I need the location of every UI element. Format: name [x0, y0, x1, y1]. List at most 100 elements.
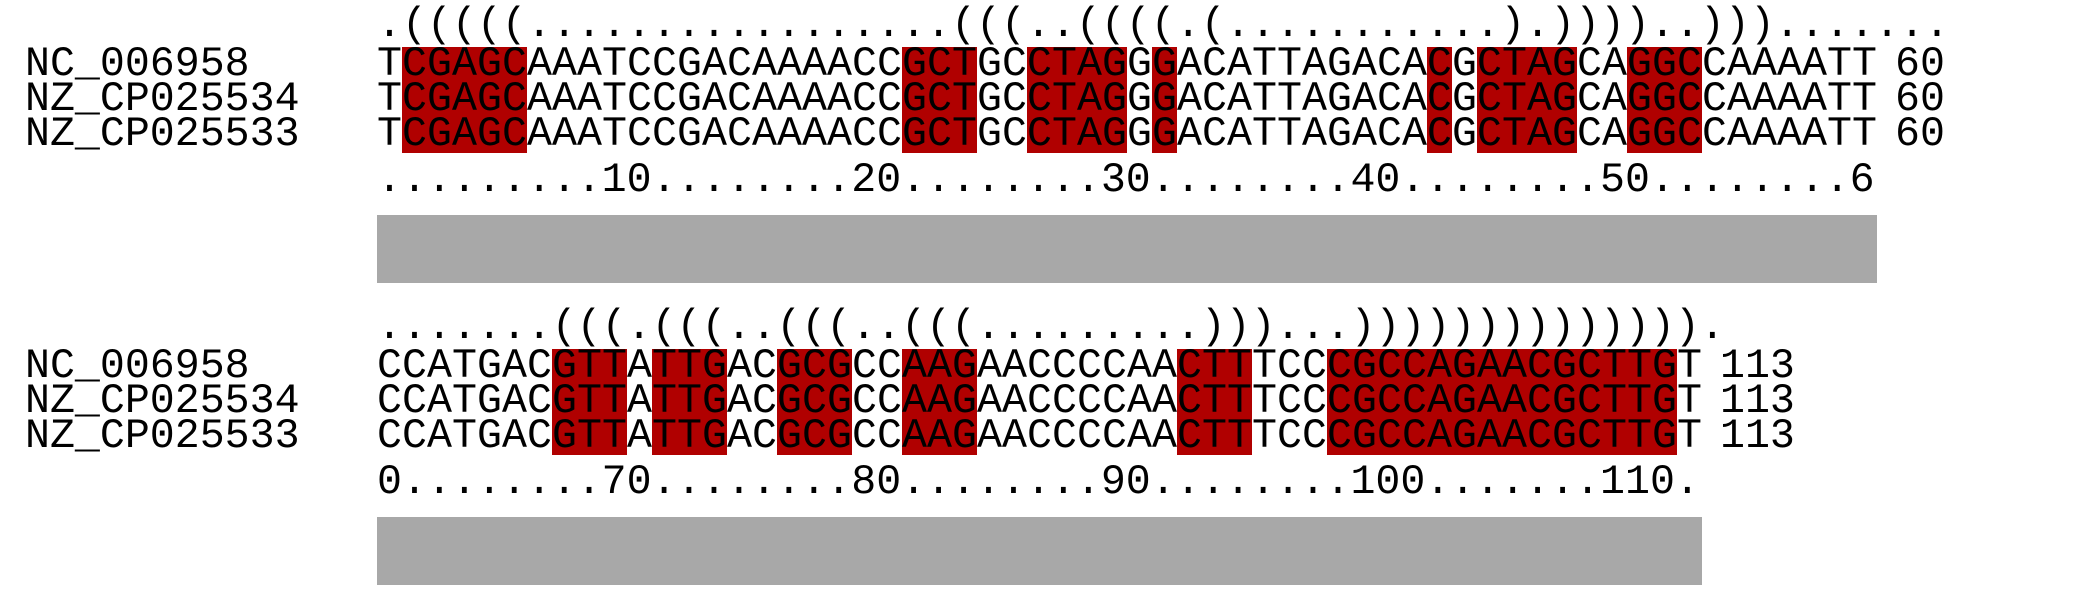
base: C: [877, 343, 902, 390]
paired-base: A: [1502, 378, 1527, 425]
paired-base: G: [1627, 41, 1652, 88]
sequence-name: NC_006958: [25, 343, 250, 390]
base: C: [627, 41, 652, 88]
paired-base: A: [1077, 76, 1102, 123]
paired-base: T: [677, 343, 702, 390]
base: C: [527, 343, 552, 390]
paired-base: C: [1677, 111, 1702, 158]
paired-base: A: [452, 76, 477, 123]
base: C: [402, 413, 427, 460]
paired-base: T: [677, 413, 702, 460]
base: C: [852, 76, 877, 123]
paired-base: T: [1227, 378, 1252, 425]
base: T: [452, 413, 477, 460]
base: C: [1202, 41, 1227, 88]
paired-base: G: [827, 413, 852, 460]
paired-base: C: [1427, 111, 1452, 158]
base: A: [527, 111, 552, 158]
base: A: [1402, 76, 1427, 123]
paired-base: A: [902, 413, 927, 460]
base: G: [677, 76, 702, 123]
base: T: [1277, 111, 1302, 158]
base: A: [427, 343, 452, 390]
paired-base: T: [577, 378, 602, 425]
base: C: [1102, 378, 1127, 425]
base: G: [1127, 111, 1152, 158]
base: A: [1177, 111, 1202, 158]
base: C: [1052, 378, 1077, 425]
base: A: [1727, 41, 1752, 88]
base: C: [1202, 111, 1227, 158]
paired-base: T: [1627, 413, 1652, 460]
paired-base: C: [502, 76, 527, 123]
base: G: [1327, 111, 1352, 158]
base: A: [1227, 41, 1252, 88]
base: T: [1677, 378, 1702, 425]
paired-base: G: [1102, 76, 1127, 123]
paired-base: C: [1527, 378, 1552, 425]
paired-base: G: [1652, 378, 1677, 425]
base: A: [1227, 76, 1252, 123]
paired-base: T: [677, 378, 702, 425]
paired-base: A: [452, 111, 477, 158]
paired-base: G: [1552, 378, 1577, 425]
paired-base: T: [1202, 343, 1227, 390]
sequence-row: CCATGACGTTATTGACGCGCCAAGAACCCCAACTTTCCCG…: [377, 343, 1702, 390]
paired-base: T: [577, 343, 602, 390]
base: A: [777, 41, 802, 88]
paired-base: G: [1102, 111, 1127, 158]
sequence-name: NC_006958: [25, 41, 250, 88]
base: C: [1027, 413, 1052, 460]
paired-base: G: [702, 378, 727, 425]
paired-base: G: [902, 41, 927, 88]
paired-base: G: [1352, 413, 1377, 460]
base: A: [577, 41, 602, 88]
paired-base: G: [477, 111, 502, 158]
base: C: [852, 343, 877, 390]
structure-line: .......(((.(((..(((..(((.........)))...)…: [377, 304, 1725, 351]
paired-base: G: [827, 378, 852, 425]
paired-base: T: [1602, 343, 1627, 390]
base: T: [452, 378, 477, 425]
paired-base: G: [702, 413, 727, 460]
paired-base: A: [452, 41, 477, 88]
base: C: [752, 378, 777, 425]
paired-base: G: [1652, 413, 1677, 460]
end-position: 113: [1720, 413, 1795, 460]
base: A: [502, 413, 527, 460]
paired-base: A: [927, 343, 952, 390]
paired-base: T: [1602, 378, 1627, 425]
base: T: [1252, 378, 1277, 425]
base: A: [627, 378, 652, 425]
end-position: 60: [1895, 76, 1945, 123]
base: A: [727, 378, 752, 425]
paired-base: G: [1352, 343, 1377, 390]
paired-base: G: [1552, 41, 1577, 88]
base: A: [1602, 76, 1627, 123]
base: C: [1052, 343, 1077, 390]
base: A: [827, 41, 852, 88]
base: T: [1277, 41, 1302, 88]
paired-base: T: [1627, 343, 1652, 390]
paired-base: C: [1402, 413, 1427, 460]
paired-base: T: [1502, 41, 1527, 88]
base: C: [627, 76, 652, 123]
paired-base: C: [1177, 413, 1202, 460]
paired-base: G: [952, 413, 977, 460]
base: A: [1602, 41, 1627, 88]
base: G: [477, 343, 502, 390]
base: A: [1752, 111, 1777, 158]
paired-base: C: [402, 111, 427, 158]
base: A: [1352, 41, 1377, 88]
paired-base: A: [1477, 413, 1502, 460]
base: G: [1327, 76, 1352, 123]
base: T: [377, 41, 402, 88]
base: A: [977, 413, 1002, 460]
paired-base: A: [1502, 413, 1527, 460]
base: A: [1127, 413, 1152, 460]
paired-base: C: [502, 111, 527, 158]
paired-base: C: [1327, 378, 1352, 425]
base: A: [802, 76, 827, 123]
base: C: [1077, 343, 1102, 390]
paired-base: G: [952, 378, 977, 425]
